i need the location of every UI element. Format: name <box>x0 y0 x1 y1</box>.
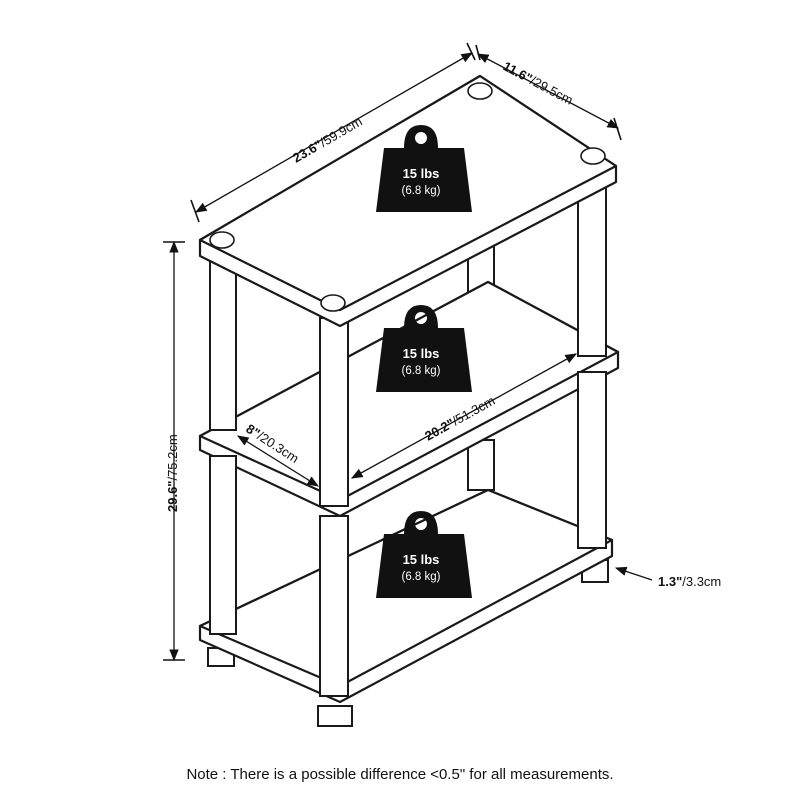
peg-hole-right <box>580 147 606 165</box>
dimension-height: 29.6"/75.2cm <box>163 240 185 662</box>
weight-label-lbs: 15 lbs <box>403 552 440 567</box>
peg-hole-back <box>467 82 493 100</box>
dimension-label: 1.3"/3.3cm <box>658 574 721 589</box>
back-leg-lower <box>467 439 495 491</box>
right-leg-lower <box>577 371 607 549</box>
right-leg-upper <box>577 175 607 357</box>
front-leg-lower <box>319 515 349 697</box>
foot-front <box>317 705 353 727</box>
weight-label-kg: (6.8 kg) <box>402 365 441 377</box>
weight-label-lbs: 15 lbs <box>403 166 440 181</box>
peg-hole-left <box>209 231 235 249</box>
weight-label-kg: (6.8 kg) <box>402 185 441 197</box>
measurement-note: Note : There is a possible difference <0… <box>186 766 614 783</box>
left-leg-upper <box>209 257 237 431</box>
front-leg-upper <box>319 317 349 507</box>
weight-label-kg: (6.8 kg) <box>402 571 441 583</box>
weight-label-lbs: 15 lbs <box>403 346 440 361</box>
weight-icon-bottom: 15 lbs (6.8 kg) <box>376 511 472 598</box>
dimension-foot-height: 1.3"/3.3cm <box>614 566 721 589</box>
peg-hole-front <box>320 294 346 312</box>
weight-icon <box>376 511 472 598</box>
dimension-label: 29.6"/75.2cm <box>165 434 180 512</box>
left-leg-lower <box>209 455 237 635</box>
